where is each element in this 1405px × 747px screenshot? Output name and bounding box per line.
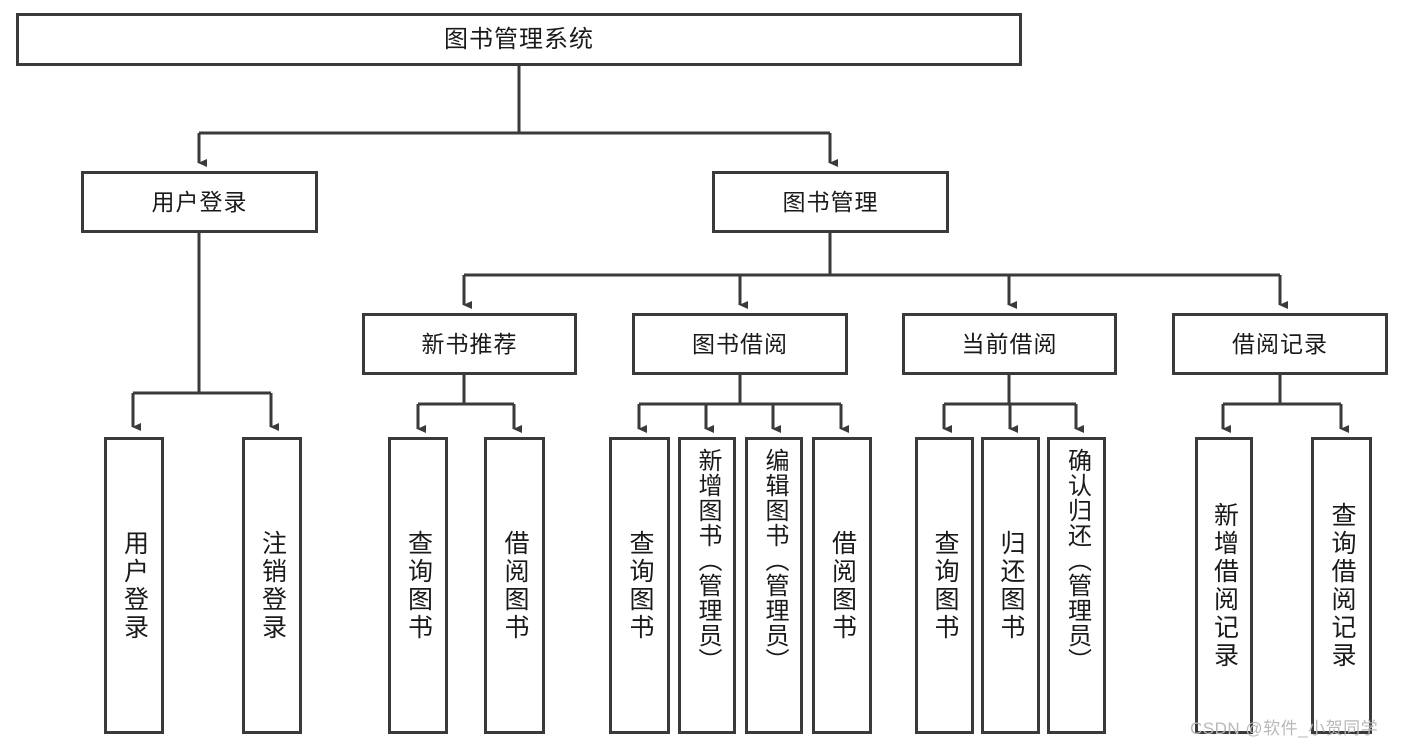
node-label: 归还图书 [997, 529, 1025, 642]
node-label: 查询图书 [931, 529, 959, 642]
leaf-book-borrow-query-books[interactable]: 查询图书 [609, 437, 670, 734]
csdn-watermark: CSDN @软件_小贺同学 [1190, 719, 1379, 738]
node-label: 当前借阅 [961, 330, 1058, 357]
leaf-current-borrow-return-books[interactable]: 归还图书 [981, 437, 1040, 734]
node-label: 确认归还（管理员） [1063, 448, 1091, 673]
node-label: 编辑图书（管理员） [760, 448, 788, 673]
node-label: 查询借阅记录 [1328, 501, 1356, 670]
node-label: 新增借阅记录 [1210, 501, 1239, 670]
leaf-book-borrow-edit-book-admin[interactable]: 编辑图书（管理员） [745, 437, 803, 734]
leaf-book-borrow-add-book-admin[interactable]: 新增图书（管理员） [678, 437, 736, 734]
node-label: 借阅记录 [1232, 330, 1328, 357]
node-user-login[interactable]: 用户登录 [81, 171, 318, 233]
leaf-current-borrow-confirm-return-admin[interactable]: 确认归还（管理员） [1047, 437, 1106, 734]
leaf-book-borrow-borrow-books[interactable]: 借阅图书 [812, 437, 872, 734]
leaf-new-book-borrow-books[interactable]: 借阅图书 [484, 437, 545, 734]
node-label: 用户登录 [120, 529, 149, 642]
leaf-borrow-record-add-record[interactable]: 新增借阅记录 [1195, 437, 1253, 734]
node-label: 借阅图书 [828, 529, 857, 642]
node-label: 借阅图书 [501, 529, 529, 642]
node-root-book-management-system[interactable]: 图书管理系统 [16, 13, 1022, 66]
node-current-borrowing[interactable]: 当前借阅 [902, 313, 1117, 375]
node-borrowing-record[interactable]: 借阅记录 [1172, 313, 1388, 375]
node-label: 查询图书 [404, 529, 433, 642]
node-book-borrowing[interactable]: 图书借阅 [632, 313, 848, 375]
node-label: 注销登录 [258, 529, 287, 642]
node-label: 用户登录 [151, 188, 248, 215]
node-label: 图书借阅 [692, 330, 788, 357]
leaf-current-borrow-query-books[interactable]: 查询图书 [915, 437, 974, 734]
leaf-user-login-signin[interactable]: 用户登录 [104, 437, 164, 734]
node-label: 图书管理系统 [444, 25, 594, 53]
leaf-new-book-query-books[interactable]: 查询图书 [388, 437, 448, 734]
node-label: 图书管理 [782, 188, 879, 215]
node-new-book-recommendation[interactable]: 新书推荐 [362, 313, 577, 375]
node-label: 查询图书 [626, 529, 654, 642]
node-book-management[interactable]: 图书管理 [712, 171, 949, 233]
node-label: 新书推荐 [421, 330, 518, 357]
leaf-borrow-record-query-record[interactable]: 查询借阅记录 [1311, 437, 1372, 734]
node-label: 新增图书（管理员） [693, 448, 721, 673]
leaf-user-login-signout[interactable]: 注销登录 [242, 437, 302, 734]
